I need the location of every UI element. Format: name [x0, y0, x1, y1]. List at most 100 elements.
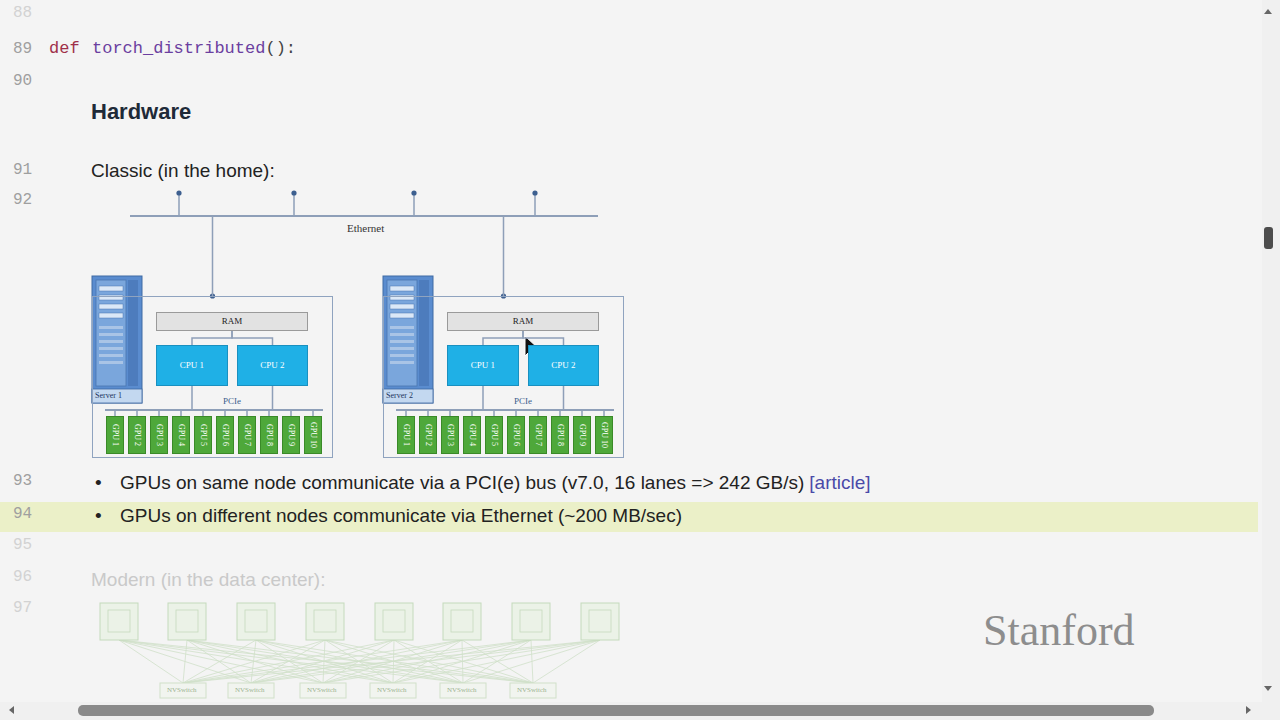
line-number: 88	[13, 4, 32, 22]
line-number: 95	[13, 536, 32, 554]
bullet: •	[95, 505, 102, 527]
gpu-label: GPU 6	[221, 424, 230, 446]
bus-wire	[482, 386, 484, 409]
bus-wire	[272, 386, 274, 409]
box-label: RAM	[513, 317, 534, 327]
gpu-box: GPU 8	[260, 416, 278, 454]
switch-label: NVSwitch	[307, 686, 337, 694]
cpu-box: CPU 1	[447, 345, 519, 386]
gpu-box: GPU 5	[194, 416, 212, 454]
gpu-box: GPU 3	[441, 416, 459, 454]
bus-label: Ethernet	[347, 222, 384, 234]
link-text: [article]	[809, 472, 870, 494]
line-number: 92	[13, 191, 32, 209]
code-function-name: torch_distributed	[92, 39, 265, 59]
gpu-label: GPU 2	[133, 424, 142, 446]
server-label: Server 2	[386, 392, 413, 401]
box-label: CPU 2	[551, 361, 575, 371]
bus-wire	[191, 386, 193, 409]
bus-wire	[212, 217, 214, 296]
gpu-label: GPU 7	[534, 424, 543, 446]
switch-label: NVSwitch	[377, 686, 407, 694]
gpu-box: GPU 10	[304, 416, 322, 454]
switch-label: NVSwitch	[517, 686, 547, 694]
gpu-box: GPU 5	[485, 416, 503, 454]
line-number: 93	[13, 472, 32, 490]
gpu-label: GPU 3	[155, 424, 164, 446]
logo-text: Stanford	[983, 606, 1135, 657]
bus-label: PCIe	[514, 397, 532, 407]
gpu-label: GPU 2	[424, 424, 433, 446]
gpu-box: GPU 7	[529, 416, 547, 454]
ethernet-stubs	[179, 193, 535, 215]
server-frame: RAM CPU 1 CPU 2 PCIeGPU 1 GPU 2 GPU 3 GPU 4 GPU…	[383, 296, 624, 458]
line-number: 91	[13, 161, 32, 179]
bus-wire	[192, 331, 232, 345]
gpu-label: GPU 4	[177, 424, 186, 446]
cpu-box: CPU 1	[156, 345, 228, 386]
bus-wire	[483, 331, 523, 345]
gpu-label: GPU 5	[490, 424, 499, 446]
box-label: RAM	[222, 317, 243, 327]
line-number: 89	[13, 40, 32, 58]
box-label: CPU 1	[180, 361, 204, 371]
line-number: 97	[13, 599, 32, 617]
ram-box: RAM	[156, 312, 308, 331]
gpu-box: GPU 2	[419, 416, 437, 454]
gpu-label: GPU 7	[243, 424, 252, 446]
gpu-box: GPU 8	[551, 416, 569, 454]
bus-wire	[523, 331, 564, 345]
gpu-label: GPU 9	[578, 424, 587, 446]
gpu-box: GPU 6	[216, 416, 234, 454]
gpu-box: GPU 1	[397, 416, 415, 454]
box-label: CPU 2	[260, 361, 284, 371]
gpu-label: GPU 8	[556, 424, 565, 446]
bus-wire	[232, 331, 273, 345]
code-punctuation: ():	[265, 39, 296, 59]
faded-text: Modern (in the data center):	[91, 569, 325, 591]
gpu-box: GPU 4	[172, 416, 190, 454]
gpu-label: GPU 1	[402, 424, 411, 446]
gpu-box: GPU 7	[238, 416, 256, 454]
gpu-label: GPU 4	[468, 424, 477, 446]
faded-figure	[100, 603, 619, 698]
cpu-box: CPU 2	[528, 345, 599, 386]
bullet-text: GPUs on different nodes communicate via …	[120, 505, 682, 527]
junction-dots	[176, 190, 537, 298]
box-label: CPU 1	[471, 361, 495, 371]
gpu-label: GPU 6	[512, 424, 521, 446]
server-frame: RAM CPU 1 CPU 2 PCIeGPU 1 GPU 2 GPU 3 GPU 4 GPU…	[92, 296, 333, 458]
bus-wire	[503, 217, 505, 296]
gpu-box: GPU 9	[573, 416, 591, 454]
gpu-box: GPU 2	[128, 416, 146, 454]
line-highlight	[0, 502, 1258, 532]
switch-label: NVSwitch	[447, 686, 477, 694]
server-label: Server 1	[95, 392, 122, 401]
network-bus: Ethernet	[130, 215, 598, 217]
pcie-bus: PCIe	[396, 409, 614, 411]
gpu-label: GPU 5	[199, 424, 208, 446]
bullet-text: GPUs on same node communicate via a PCI(…	[120, 472, 804, 494]
switch-label: NVSwitch	[235, 686, 265, 694]
bullet: •	[95, 472, 102, 494]
gpu-box: GPU 6	[507, 416, 525, 454]
gpu-label: GPU 10	[309, 422, 318, 448]
cpu-box: CPU 2	[237, 345, 308, 386]
body-text: Classic (in the home):	[91, 160, 275, 182]
line-number: 94	[13, 505, 32, 523]
gpu-box: GPU 1	[106, 416, 124, 454]
ram-box: RAM	[447, 312, 599, 331]
code-keyword: def	[49, 39, 80, 59]
gpu-label: GPU 3	[446, 424, 455, 446]
gpu-label: GPU 10	[600, 422, 609, 448]
gpu-box: GPU 4	[463, 416, 481, 454]
switch-label: NVSwitch	[167, 686, 197, 694]
gpu-label: GPU 1	[111, 424, 120, 446]
gpu-box: GPU 9	[282, 416, 300, 454]
gpu-box: GPU 3	[150, 416, 168, 454]
bus-label: PCIe	[223, 397, 241, 407]
section-heading: Hardware	[91, 99, 191, 124]
gpu-label: GPU 9	[287, 424, 296, 446]
